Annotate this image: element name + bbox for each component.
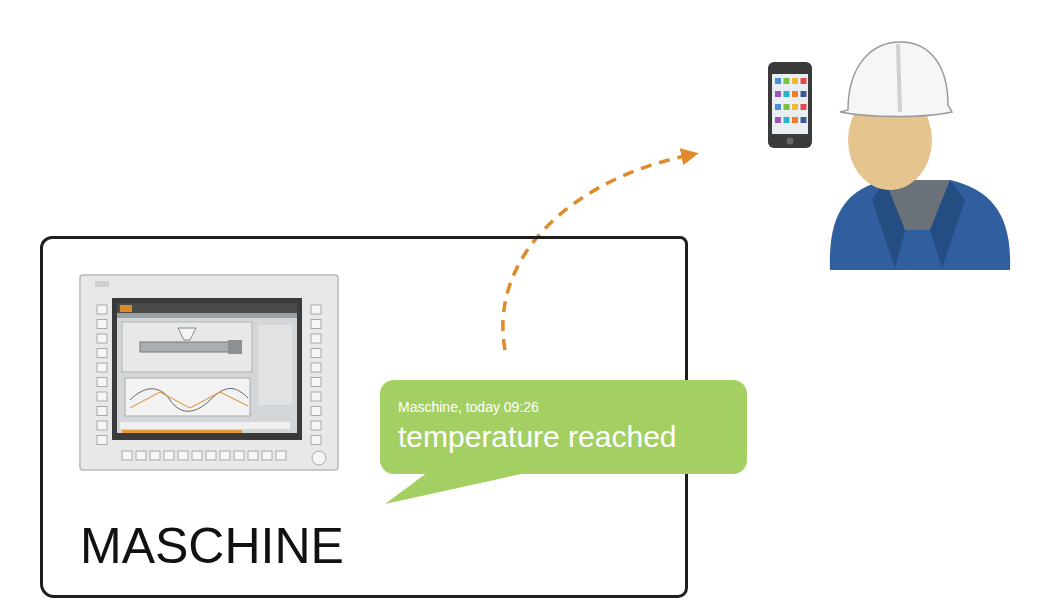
smartphone — [768, 62, 812, 148]
panel-detail — [311, 407, 321, 416]
panel-detail — [311, 436, 321, 445]
panel-detail — [775, 91, 781, 97]
panel-detail — [234, 451, 244, 460]
panel-detail — [792, 78, 798, 84]
panel-detail — [311, 349, 321, 358]
worker-figure — [830, 42, 1010, 270]
panel-detail — [801, 104, 807, 110]
panel-detail — [311, 334, 321, 343]
panel-detail — [784, 117, 790, 123]
panel-detail — [775, 78, 781, 84]
panel-detail — [262, 451, 272, 460]
panel-detail — [311, 320, 321, 329]
panel-detail — [784, 91, 790, 97]
panel-detail — [792, 104, 798, 110]
panel-detail — [311, 421, 321, 430]
panel-detail — [775, 104, 781, 110]
message-timestamp: Maschine, today 09:26 — [398, 398, 727, 416]
panel-detail — [97, 349, 107, 358]
panel-detail — [97, 392, 107, 401]
panel-detail — [97, 378, 107, 387]
bubble-tail — [385, 472, 530, 504]
panel-detail — [150, 451, 160, 460]
panel-detail — [97, 407, 107, 416]
machine-label: MASCHINE — [80, 521, 344, 571]
panel-detail — [311, 305, 321, 314]
panel-detail — [220, 451, 230, 460]
panel-detail — [97, 320, 107, 329]
panel-detail — [792, 117, 798, 123]
panel-detail — [276, 451, 286, 460]
panel-detail — [311, 392, 321, 401]
panel-detail — [97, 305, 107, 314]
message-bubble: Maschine, today 09:26 temperature reached — [380, 380, 747, 474]
panel-detail — [164, 451, 174, 460]
panel-detail — [122, 451, 132, 460]
panel-detail — [801, 117, 807, 123]
panel-detail — [311, 363, 321, 372]
hmi-panel — [80, 275, 338, 470]
panel-detail — [97, 436, 107, 445]
panel-detail — [248, 451, 258, 460]
panel-detail — [206, 451, 216, 460]
machine-box: MASCHINEMaschine, today 09:26temperature… — [40, 236, 688, 598]
panel-detail — [178, 451, 188, 460]
panel-detail — [136, 451, 146, 460]
panel-detail — [784, 104, 790, 110]
notification-arrow — [503, 155, 690, 350]
panel-detail — [801, 78, 807, 84]
panel-detail — [792, 91, 798, 97]
panel-detail — [97, 421, 107, 430]
panel-detail — [784, 78, 790, 84]
message-text: temperature reached — [398, 418, 727, 456]
panel-detail — [775, 117, 781, 123]
panel-detail — [192, 451, 202, 460]
panel-detail — [801, 91, 807, 97]
panel-detail — [311, 378, 321, 387]
panel-detail — [97, 363, 107, 372]
panel-detail — [97, 334, 107, 343]
bubble-tail — [380, 380, 390, 390]
